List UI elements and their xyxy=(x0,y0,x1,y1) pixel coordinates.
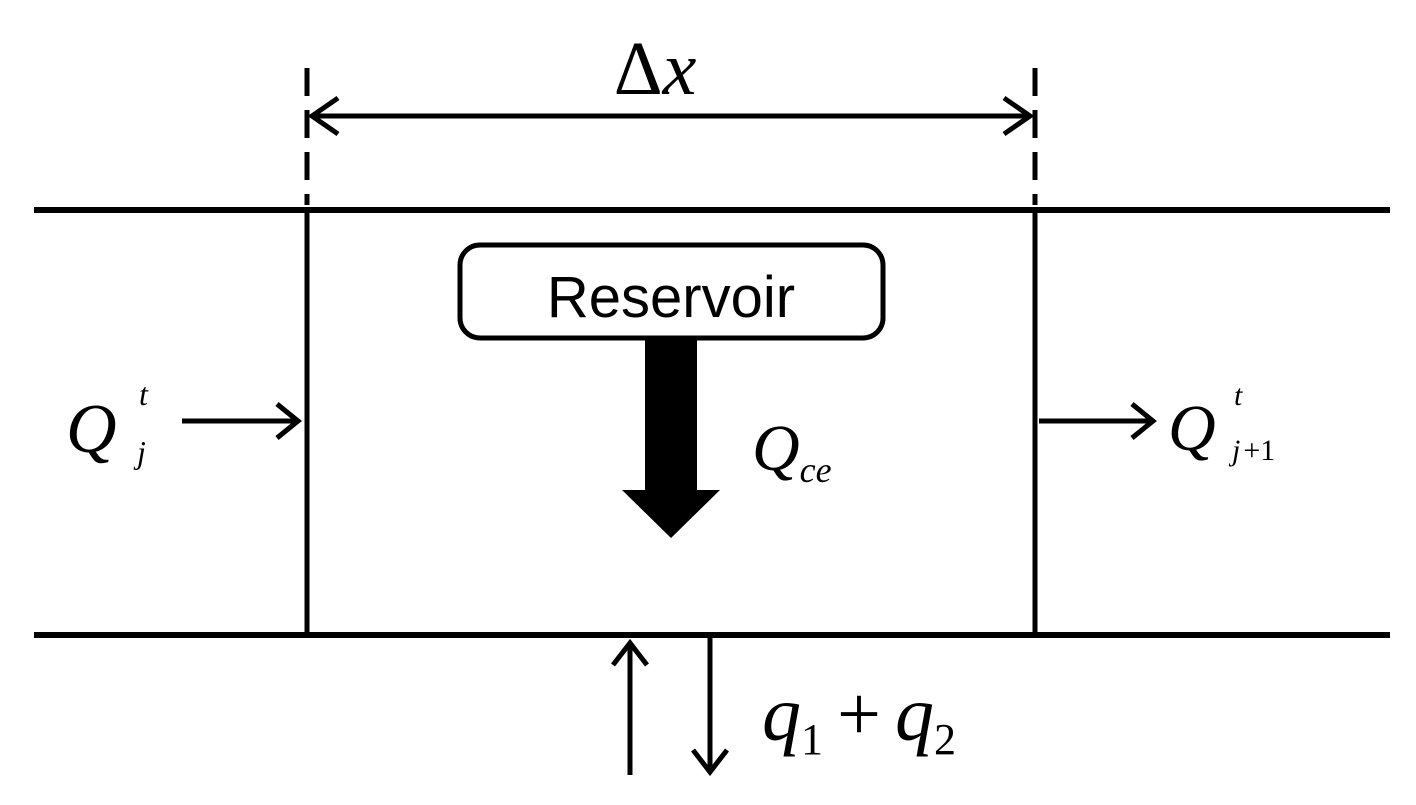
svg-text:j+1: j+1 xyxy=(1228,434,1275,467)
reservoir-label: Reservoir xyxy=(547,265,795,330)
outflow-label: Q t j+1 xyxy=(1168,379,1275,467)
svg-text:j: j xyxy=(133,434,146,470)
svg-text:Q: Q xyxy=(66,391,117,468)
inflow-arrow xyxy=(182,402,302,440)
outflow-arrow xyxy=(1039,402,1157,440)
reservoir-box xyxy=(457,242,886,341)
reservoir-flow-label: Qce xyxy=(752,412,832,490)
lateral-flow-label: q1+q2 xyxy=(762,670,956,764)
dimension-label: Δx xyxy=(614,27,697,111)
svg-text:t: t xyxy=(139,376,149,412)
svg-text:t: t xyxy=(1234,379,1243,412)
lateral-outflow-arrow xyxy=(691,638,729,777)
reservoir-flow-arrow xyxy=(622,340,720,538)
lateral-inflow-arrow xyxy=(611,638,649,775)
inflow-label: Q t j xyxy=(66,376,149,470)
svg-text:Q: Q xyxy=(1168,392,1216,465)
dimension-arrow xyxy=(307,95,1035,137)
